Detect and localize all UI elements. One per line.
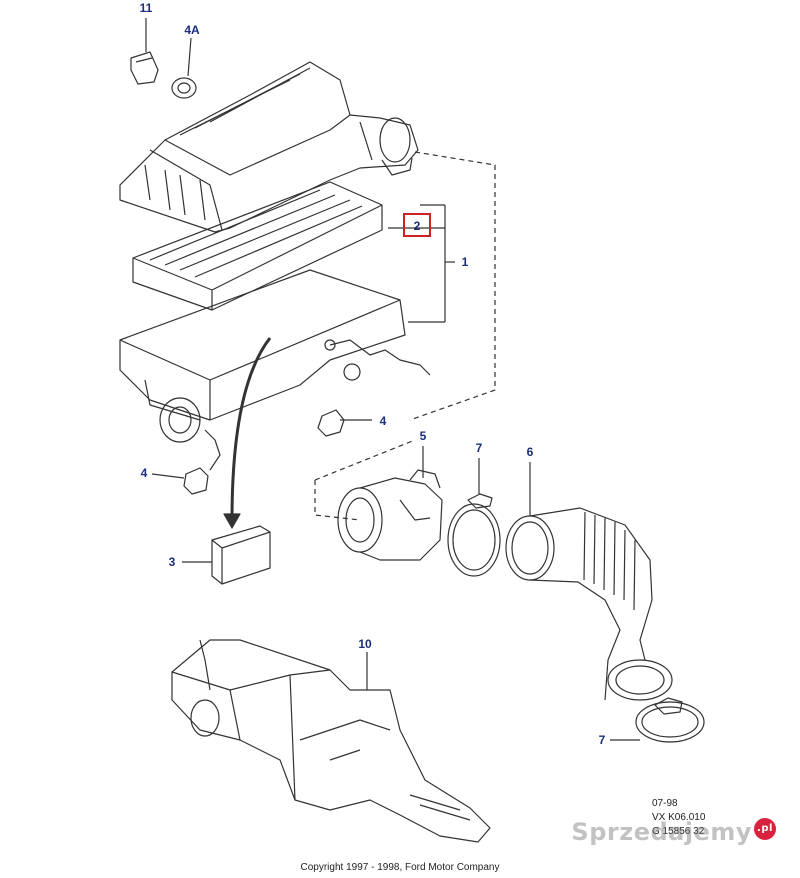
callout-10: 10 xyxy=(358,637,372,651)
part-6-intake-hose xyxy=(505,462,673,701)
callout-3: 3 xyxy=(169,555,176,569)
callout-4-left: 4 xyxy=(141,466,148,480)
callout-7-bottom: 7 xyxy=(599,733,606,747)
filter-element xyxy=(132,181,383,311)
part-4a-grommet xyxy=(171,37,197,99)
watermark-badge: .pl xyxy=(754,818,776,840)
assembly-dashed-outline xyxy=(314,151,496,521)
part-4-grommet-left xyxy=(151,467,209,495)
reference-code-2: G 15856 32 xyxy=(652,826,705,837)
part-7-hose-clamp-top xyxy=(447,458,501,577)
callout-11: 11 xyxy=(140,1,153,15)
air-cleaner-body xyxy=(119,269,431,471)
callout-4a: 4A xyxy=(184,23,200,37)
callout-4-right: 4 xyxy=(380,414,387,428)
part-3-box xyxy=(182,525,271,585)
copyright-text: Copyright 1997 - 1998, Ford Motor Compan… xyxy=(300,862,500,873)
assembly-bracket xyxy=(388,204,455,323)
part-10-intake-duct xyxy=(171,639,491,843)
callout-6: 6 xyxy=(527,445,534,459)
part-4-grommet-right xyxy=(317,409,372,437)
part-11-clip xyxy=(130,18,159,85)
reference-code-1: VX K06.010 xyxy=(652,812,706,823)
callout-1: 1 xyxy=(462,255,469,269)
callout-2: 2 xyxy=(414,219,421,233)
part-7-hose-clamp-bottom xyxy=(610,697,705,743)
air-cleaner-cover xyxy=(119,61,419,233)
part-5-maf-sensor xyxy=(337,446,443,561)
reference-date: 07-98 xyxy=(652,798,678,809)
watermark: Sprzedajemy.pl xyxy=(571,818,776,846)
highlight-box-part-2 xyxy=(403,213,431,237)
callout-7-top: 7 xyxy=(476,441,483,455)
relocation-arrow xyxy=(223,337,272,529)
callout-5: 5 xyxy=(420,429,427,443)
watermark-text: Sprzedajemy xyxy=(571,818,752,846)
reference-block: 07-98 VX K06.010 G 15856 32 xyxy=(652,797,705,839)
